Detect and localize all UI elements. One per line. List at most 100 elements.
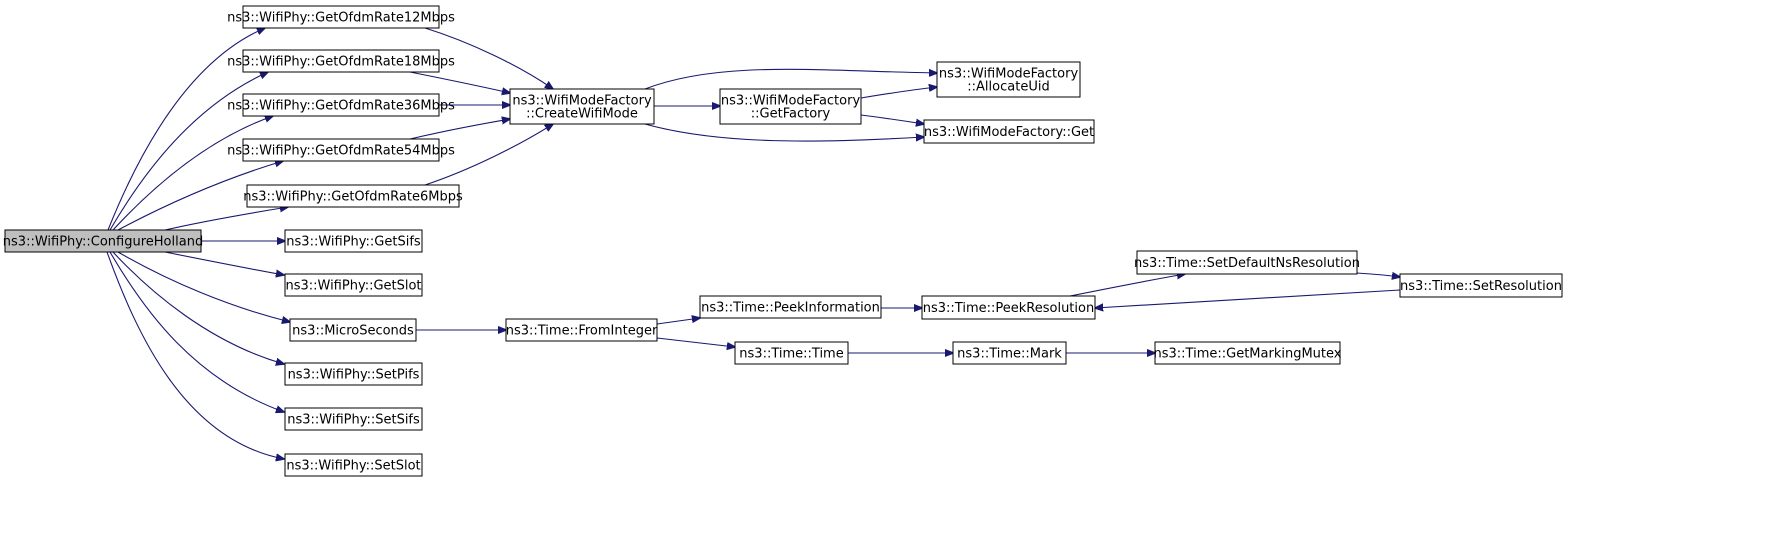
node-time-time[interactable]: ns3::Time::Time (734, 341, 849, 365)
node-box (719, 88, 862, 125)
node-box (242, 138, 440, 162)
node-box (284, 229, 423, 253)
node-box (284, 362, 423, 386)
edge-configure-holland-to-ofdm12 (107, 28, 265, 231)
node-label: ns3::Time::Time (739, 347, 843, 362)
node-box (699, 295, 882, 319)
node-ofdm6[interactable]: ns3::WifiPhy::GetOfdmRate6Mbps (243, 184, 463, 208)
edge-create-wifi-mode-to-allocate-uid (644, 69, 937, 90)
node-label: ns3::WifiModeFactory::Get (924, 125, 1094, 140)
node-label: ns3::WifiModeFactory (512, 94, 652, 109)
edge-from-integer-to-peek-information (656, 318, 700, 325)
node-box (4, 229, 202, 253)
edge-configure-holland-to-ofdm36 (112, 116, 273, 231)
node-box (1154, 341, 1341, 365)
node-set-sifs[interactable]: ns3::WifiPhy::SetSifs (284, 407, 423, 431)
node-label: ns3::Time::Mark (957, 347, 1062, 362)
node-from-integer[interactable]: ns3::Time::FromInteger (505, 318, 658, 342)
node-label: ns3::WifiPhy::GetOfdmRate12Mbps (227, 11, 455, 26)
node-get-sifs[interactable]: ns3::WifiPhy::GetSifs (284, 229, 423, 253)
node-box (246, 184, 460, 208)
edge-configure-holland-to-set-sifs (109, 251, 284, 412)
node-box (1399, 273, 1563, 298)
edge-get-factory-to-allocate-uid (860, 87, 937, 99)
node-label: ns3::Time::SetDefaultNsResolution (1134, 256, 1360, 271)
edges (106, 27, 1401, 459)
node-label: ns3::WifiPhy::ConfigureHolland (3, 235, 203, 250)
node-wmf-get[interactable]: ns3::WifiModeFactory::Get (923, 119, 1095, 144)
node-label: ns3::Time::PeekResolution (923, 301, 1094, 316)
node-box (242, 49, 440, 73)
node-box (505, 318, 658, 342)
edge-configure-holland-to-ofdm18 (109, 72, 268, 231)
node-set-slot[interactable]: ns3::WifiPhy::SetSlot (284, 453, 423, 477)
node-box (952, 341, 1067, 365)
node-label: ns3::Time::SetResolution (1400, 279, 1562, 294)
node-label: ns3::WifiPhy::GetOfdmRate6Mbps (243, 190, 463, 205)
node-label: ns3::Time::FromInteger (506, 324, 658, 339)
node-ofdm36[interactable]: ns3::WifiPhy::GetOfdmRate36Mbps (227, 93, 455, 117)
edge-configure-holland-to-microseconds (117, 251, 290, 322)
edge-ofdm54-to-create-wifi-mode (409, 119, 510, 140)
node-label: ns3::WifiModeFactory (721, 94, 861, 109)
node-label: ns3::Time::GetMarkingMutex (1154, 347, 1342, 362)
node-configure-holland: ns3::WifiPhy::ConfigureHolland (3, 229, 203, 253)
node-label: ns3::WifiPhy::GetOfdmRate36Mbps (227, 99, 455, 114)
node-label: ns3::WifiPhy::SetSlot (286, 459, 420, 474)
node-create-wifi-mode[interactable]: ns3::WifiModeFactory::CreateWifiMode (509, 88, 655, 125)
edge-configure-holland-to-ofdm6 (164, 207, 288, 231)
node-box (242, 93, 440, 117)
node-box (242, 5, 440, 29)
node-time-mark[interactable]: ns3::Time::Mark (952, 341, 1067, 365)
node-box (509, 88, 655, 125)
edge-get-factory-to-wmf-get (860, 114, 924, 124)
node-label: ns3::WifiPhy::SetPifs (288, 368, 420, 383)
edge-ofdm6-to-create-wifi-mode (424, 124, 553, 186)
edge-configure-holland-to-get-slot (164, 251, 284, 275)
node-peek-resolution[interactable]: ns3::Time::PeekResolution (921, 295, 1096, 320)
edge-configure-holland-to-set-slot (106, 251, 284, 459)
node-box (289, 318, 417, 342)
node-label: ::AllocateUid (967, 80, 1049, 95)
edge-set-resolution-to-peek-resolution (1095, 289, 1401, 308)
node-box (284, 407, 423, 431)
node-get-marking-mutex[interactable]: ns3::Time::GetMarkingMutex (1154, 341, 1342, 365)
node-microseconds[interactable]: ns3::MicroSeconds (289, 318, 417, 342)
node-label: ns3::WifiPhy::GetOfdmRate18Mbps (227, 55, 455, 70)
node-box (923, 119, 1095, 144)
node-allocate-uid[interactable]: ns3::WifiModeFactory::AllocateUid (936, 61, 1081, 98)
node-set-pifs[interactable]: ns3::WifiPhy::SetPifs (284, 362, 423, 386)
node-label: ns3::MicroSeconds (292, 324, 414, 339)
edge-ofdm18-to-create-wifi-mode (409, 71, 510, 93)
node-box (921, 295, 1096, 320)
node-get-slot[interactable]: ns3::WifiPhy::GetSlot (284, 273, 423, 297)
node-label: ns3::WifiPhy::GetSifs (286, 235, 421, 250)
node-box (1136, 250, 1358, 275)
edge-peek-resolution-to-set-default-ns (1069, 274, 1185, 297)
node-label: ns3::Time::PeekInformation (701, 301, 880, 316)
node-label: ns3::WifiModeFactory (939, 67, 1079, 82)
edge-set-default-ns-to-set-resolution (1356, 273, 1400, 277)
node-peek-information[interactable]: ns3::Time::PeekInformation (699, 295, 882, 319)
edge-configure-holland-to-ofdm54 (117, 161, 283, 231)
edge-from-integer-to-time-time (656, 337, 735, 347)
node-label: ::CreateWifiMode (526, 107, 638, 122)
node-set-resolution[interactable]: ns3::Time::SetResolution (1399, 273, 1563, 298)
node-box (936, 61, 1081, 98)
node-label: ns3::WifiPhy::GetOfdmRate54Mbps (227, 144, 455, 159)
node-ofdm54[interactable]: ns3::WifiPhy::GetOfdmRate54Mbps (227, 138, 455, 162)
node-ofdm12[interactable]: ns3::WifiPhy::GetOfdmRate12Mbps (227, 5, 455, 29)
node-get-factory[interactable]: ns3::WifiModeFactory::GetFactory (719, 88, 862, 125)
node-ofdm18[interactable]: ns3::WifiPhy::GetOfdmRate18Mbps (227, 49, 455, 73)
edge-ofdm12-to-create-wifi-mode (424, 27, 553, 89)
edge-configure-holland-to-set-pifs (112, 251, 284, 364)
node-label: ::GetFactory (751, 107, 831, 122)
edge-create-wifi-mode-to-wmf-get (644, 123, 924, 141)
node-label: ns3::WifiPhy::GetSlot (285, 279, 421, 294)
nodes: ns3::WifiPhy::ConfigureHollandns3::WifiP… (3, 5, 1563, 477)
node-set-default-ns[interactable]: ns3::Time::SetDefaultNsResolution (1134, 250, 1360, 275)
node-box (734, 341, 849, 365)
node-label: ns3::WifiPhy::SetSifs (287, 413, 420, 428)
node-box (284, 453, 423, 477)
